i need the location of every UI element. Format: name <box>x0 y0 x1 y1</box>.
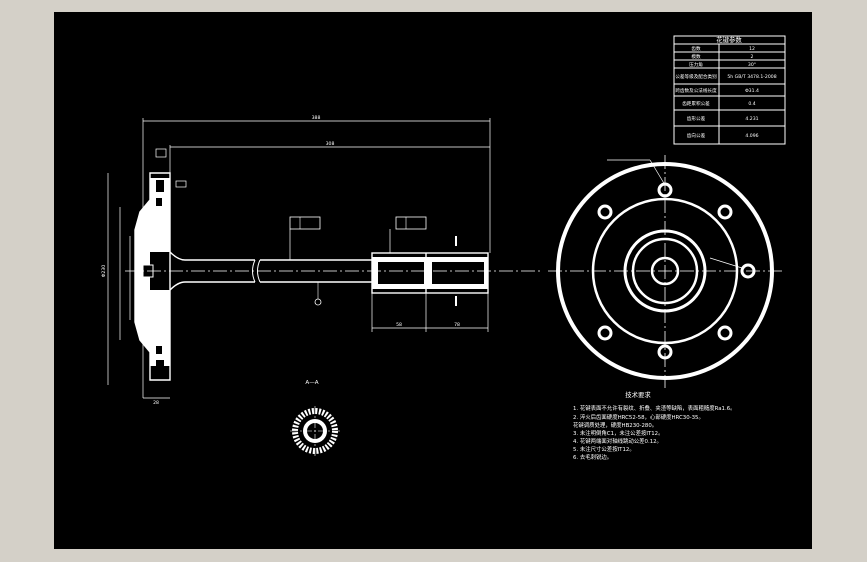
tech-req-title: 技术要求 <box>625 390 651 399</box>
dim-spline-b: 78 <box>454 322 460 328</box>
row-value: 5h GB/T 3478.1-2008 <box>727 74 776 80</box>
shaft-side-view <box>107 118 540 399</box>
tech-req-line: 3. 未注明倒角C1，未注公差按IT12。 <box>573 429 663 437</box>
row-label: 模数 <box>691 53 701 60</box>
row-value: Φ31.4 <box>745 88 759 94</box>
dim-shaft-length: 308 <box>326 141 335 147</box>
section-a-a <box>290 406 340 456</box>
dimension-text: 388 308 58 78 Φ230 28 <box>101 115 460 406</box>
tech-req-line: 花键调质处理，硬度HB230-280。 <box>573 421 657 429</box>
row-label: 跨齿数及公法线长度 <box>675 87 717 94</box>
dim-overall-length: 388 <box>312 115 321 121</box>
section-label: A—A <box>305 380 318 386</box>
tech-req-line: 2. 淬火后齿面硬度HRC52-58，心部硬度HRC30-35。 <box>573 413 704 421</box>
row-value: 30° <box>748 62 756 68</box>
row-label: 压力角 <box>689 61 703 68</box>
tech-req-line: 6. 去毛刺锐边。 <box>573 453 612 461</box>
dim-flange-dia: Φ230 <box>101 265 107 277</box>
tech-req-line: 4. 花键两端面对轴线跳动公差0.12。 <box>573 437 662 445</box>
row-value: 12 <box>749 46 755 52</box>
dim-spline-a: 58 <box>396 322 402 328</box>
param-table <box>673 35 786 145</box>
tech-req-line: 5. 未注尺寸公差按IT12。 <box>573 445 635 453</box>
row-label: 齿数 <box>691 45 701 52</box>
row-label: 齿距累积公差 <box>682 100 710 107</box>
table-title: 花键参数 <box>716 35 742 44</box>
row-value: 0.4 <box>748 101 755 107</box>
row-value: 2 <box>751 54 754 60</box>
row-value: 4.231 <box>745 116 758 122</box>
row-label: 公差等级及配合类别 <box>675 73 717 80</box>
row-label: 齿形公差 <box>687 115 706 122</box>
row-label: 齿向公差 <box>687 132 706 139</box>
dim-flange-thk: 28 <box>153 400 159 406</box>
table-text: 花键参数 齿数 12 模数 2 压力角 30° 公差等级及配合类别 5h GB/… <box>675 35 776 139</box>
tech-requirements: 技术要求 1. 花键表面不允许有裂纹、折叠、夹渣等缺陷，表面粗糙度Ra1.6。 … <box>573 390 736 461</box>
tech-req-line: 1. 花键表面不允许有裂纹、折叠、夹渣等缺陷，表面粗糙度Ra1.6。 <box>573 404 736 412</box>
row-value: 4.096 <box>745 133 758 139</box>
flange-front-view <box>548 155 785 388</box>
